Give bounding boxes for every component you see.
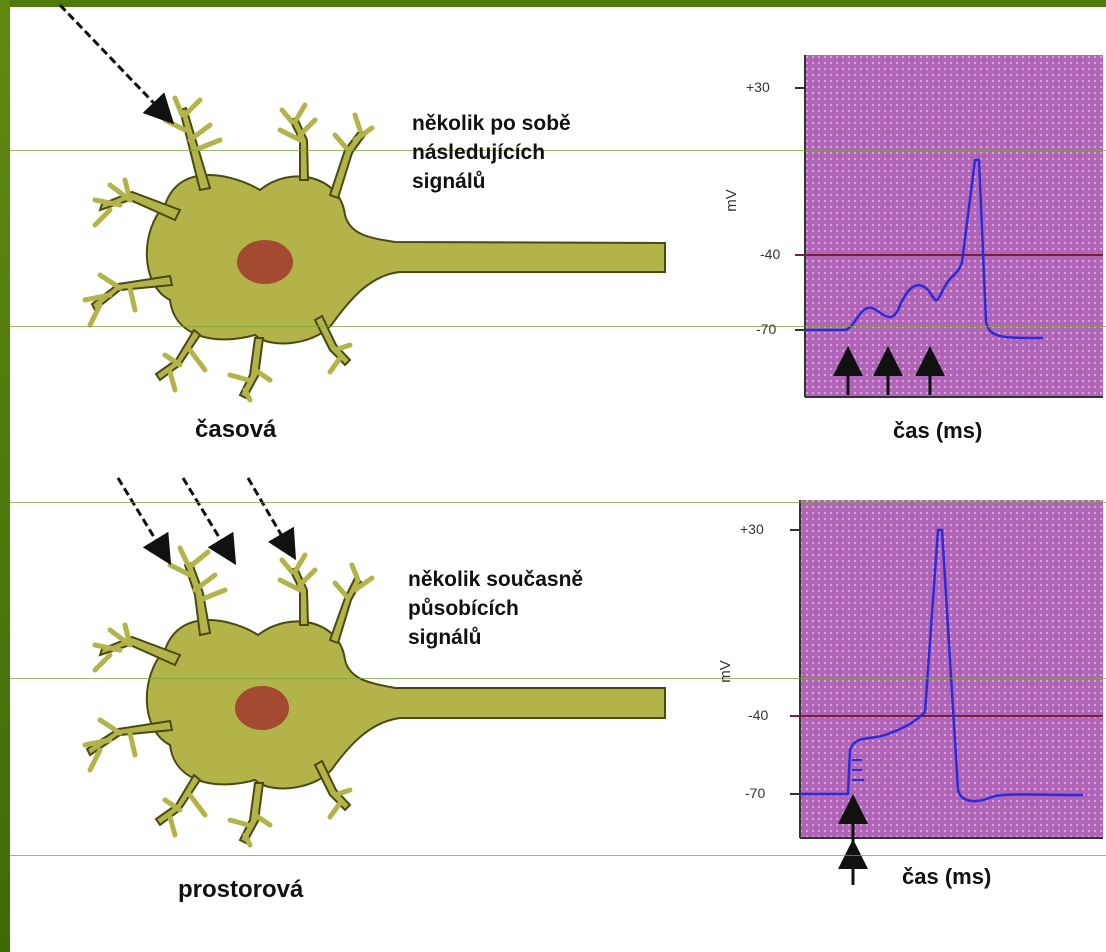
input-arrow [60, 5, 170, 120]
description-line: několik po sobě [412, 109, 571, 138]
neuron-bottom [85, 478, 665, 845]
x-axis-label: čas (ms) [902, 864, 991, 890]
nucleus-top [237, 240, 293, 284]
description-line: následujících [412, 138, 571, 167]
guide-line [10, 326, 1106, 327]
graph-top [795, 55, 1103, 397]
plot-area [805, 55, 1103, 397]
tick-label: +30 [740, 521, 764, 537]
guide-line [10, 678, 1106, 679]
description-temporal: několik po sobě následujících signálů [412, 109, 571, 196]
description-line: signálů [408, 623, 583, 652]
input-arrow [118, 478, 168, 560]
input-arrow [183, 478, 233, 560]
tick-label: -40 [748, 707, 768, 723]
tick-label: -70 [745, 785, 765, 801]
neuron-top [60, 5, 665, 400]
tick-label: -40 [760, 246, 780, 262]
tick-label: +30 [746, 79, 770, 95]
nucleus-bottom [235, 686, 289, 730]
guide-line [10, 502, 1106, 503]
graph-bottom [790, 500, 1103, 885]
guide-line [10, 855, 1106, 856]
input-arrow [248, 478, 293, 555]
description-line: působících [408, 594, 583, 623]
title-temporal: časová [195, 416, 276, 444]
x-axis-label: čas (ms) [893, 418, 982, 444]
description-line: signálů [412, 167, 571, 196]
title-spatial: prostorová [178, 876, 303, 904]
y-axis-label: mV [723, 189, 740, 212]
tick-label: -70 [756, 321, 776, 337]
y-axis-label: mV [717, 660, 734, 683]
description-line: několik současně [408, 565, 583, 594]
description-spatial: několik současně působících signálů [408, 565, 583, 652]
